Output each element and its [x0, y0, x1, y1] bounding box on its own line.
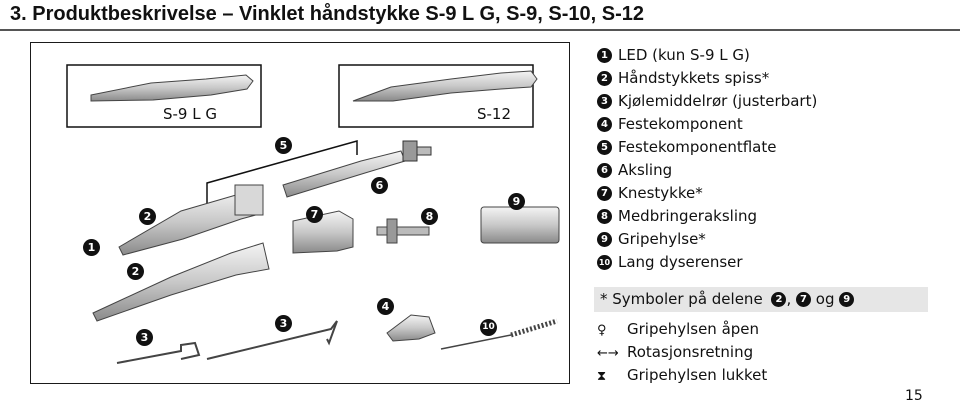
- symbol-text: Gripehylsen åpen: [627, 320, 760, 338]
- legend-number: 3: [597, 94, 612, 109]
- callout-9: 9: [508, 193, 525, 210]
- knee-section: [292, 210, 354, 254]
- shaft-end: [416, 146, 432, 156]
- handpiece-tip-lower: [92, 242, 270, 322]
- heading-rule: [0, 29, 960, 31]
- page-heading: 3. Produktbeskrivelse – Vinklet håndstyk…: [10, 3, 644, 25]
- legend-text: Medbringeraksling: [618, 207, 758, 225]
- symbol-text: Rotasjonsretning: [627, 343, 754, 361]
- symbol-row-closed: ⧗ Gripehylsen lukket: [597, 364, 767, 388]
- legend-item: 7 Knestykke*: [597, 182, 817, 205]
- legend-number: 1: [597, 48, 612, 63]
- symbols-heading: * Symboler på delene 2, 7 og 9: [594, 287, 928, 312]
- legend-text: Håndstykkets spiss*: [618, 69, 770, 87]
- legend-text: Kjølemiddelrør (justerbart): [618, 92, 818, 110]
- symbol-text: Gripehylsen lukket: [627, 366, 768, 384]
- legend-number: 6: [597, 163, 612, 178]
- legend-number: 8: [597, 209, 612, 224]
- legend-number: 9: [597, 232, 612, 247]
- symbols-and: og: [815, 290, 835, 308]
- callout-2-upper: 2: [139, 208, 156, 225]
- s12-handpiece-head: [352, 70, 538, 102]
- legend-number: 5: [597, 140, 612, 155]
- connector-line: [206, 140, 358, 221]
- legend-item: 10 Lang dyserenser: [597, 251, 817, 274]
- drive-shaft-collar: [386, 218, 398, 244]
- handpiece-illustration: S-9 L G S-12: [66, 64, 560, 364]
- legend-item: 8 Medbringeraksling: [597, 205, 817, 228]
- symbols-ref-9: 9: [839, 292, 855, 307]
- legend-text: Festekomponent: [618, 115, 743, 133]
- callout-8: 8: [421, 208, 438, 225]
- coolant-tube-left: [116, 341, 201, 364]
- callout-4: 4: [377, 298, 394, 315]
- callout-7: 7: [306, 206, 323, 223]
- shaft: [282, 150, 406, 198]
- legend-number: 4: [597, 117, 612, 132]
- callout-3-left: 3: [136, 329, 153, 346]
- legend-item: 5 Festekomponentflate: [597, 136, 817, 159]
- callout-2-lower: 2: [127, 263, 144, 280]
- legend-number: 7: [597, 186, 612, 201]
- tip-collar-upper: [234, 184, 264, 216]
- legend-item: 2 Håndstykkets spiss*: [597, 67, 817, 90]
- callout-10: 10: [480, 319, 497, 336]
- symbols-ref-2: 2: [771, 292, 787, 307]
- symbols-ref-7: 7: [796, 292, 812, 307]
- legend-item: 9 Gripehylse*: [597, 228, 817, 251]
- symbols-heading-prefix: * Symboler på delene: [600, 290, 763, 308]
- rotation-arrows-icon: ←→: [597, 346, 619, 361]
- legend-item: 4 Festekomponent: [597, 113, 817, 136]
- nozzle-cleaner-wire: [440, 334, 512, 350]
- legend-text: Festekomponentflate: [618, 138, 777, 156]
- attachment-component: [386, 314, 436, 342]
- s9lg-label: S-9 L G: [163, 105, 217, 123]
- legend-text: Aksling: [618, 161, 673, 179]
- callout-3-middle: 3: [275, 315, 292, 332]
- callout-5: 5: [275, 137, 292, 154]
- coolant-tube-middle: [206, 320, 338, 360]
- legend-number: 10: [597, 255, 612, 270]
- legend-text: Knestykke*: [618, 184, 703, 202]
- legend-item: 1 LED (kun S-9 L G): [597, 44, 817, 67]
- legend-number: 2: [597, 71, 612, 86]
- s9lg-handpiece-head: [90, 74, 254, 102]
- shaft-gear: [402, 140, 418, 162]
- symbol-row-rotation: ←→ Rotasjonsretning: [597, 341, 753, 365]
- legend-item: 6 Aksling: [597, 159, 817, 182]
- callout-1: 1: [83, 239, 100, 256]
- open-collet-icon: ♀: [597, 323, 607, 338]
- exploded-view-figure: S-9 L G S-12 1 2 2 3 3: [30, 42, 570, 384]
- legend-text: Lang dyserenser: [618, 253, 743, 271]
- nozzle-cleaner-brush: [510, 318, 558, 338]
- page-number: 15: [905, 388, 923, 404]
- callout-6: 6: [371, 177, 388, 194]
- grip-sleeve: [480, 206, 560, 244]
- legend-item: 3 Kjølemiddelrør (justerbart): [597, 90, 817, 113]
- legend-text: LED (kun S-9 L G): [618, 46, 750, 64]
- legend-text: Gripehylse*: [618, 230, 706, 248]
- symbol-row-open: ♀ Gripehylsen åpen: [597, 318, 759, 342]
- s12-label: S-12: [477, 105, 511, 123]
- closed-collet-icon: ⧗: [597, 369, 607, 384]
- symbols-sep: ,: [786, 290, 792, 308]
- drive-shaft: [376, 226, 430, 236]
